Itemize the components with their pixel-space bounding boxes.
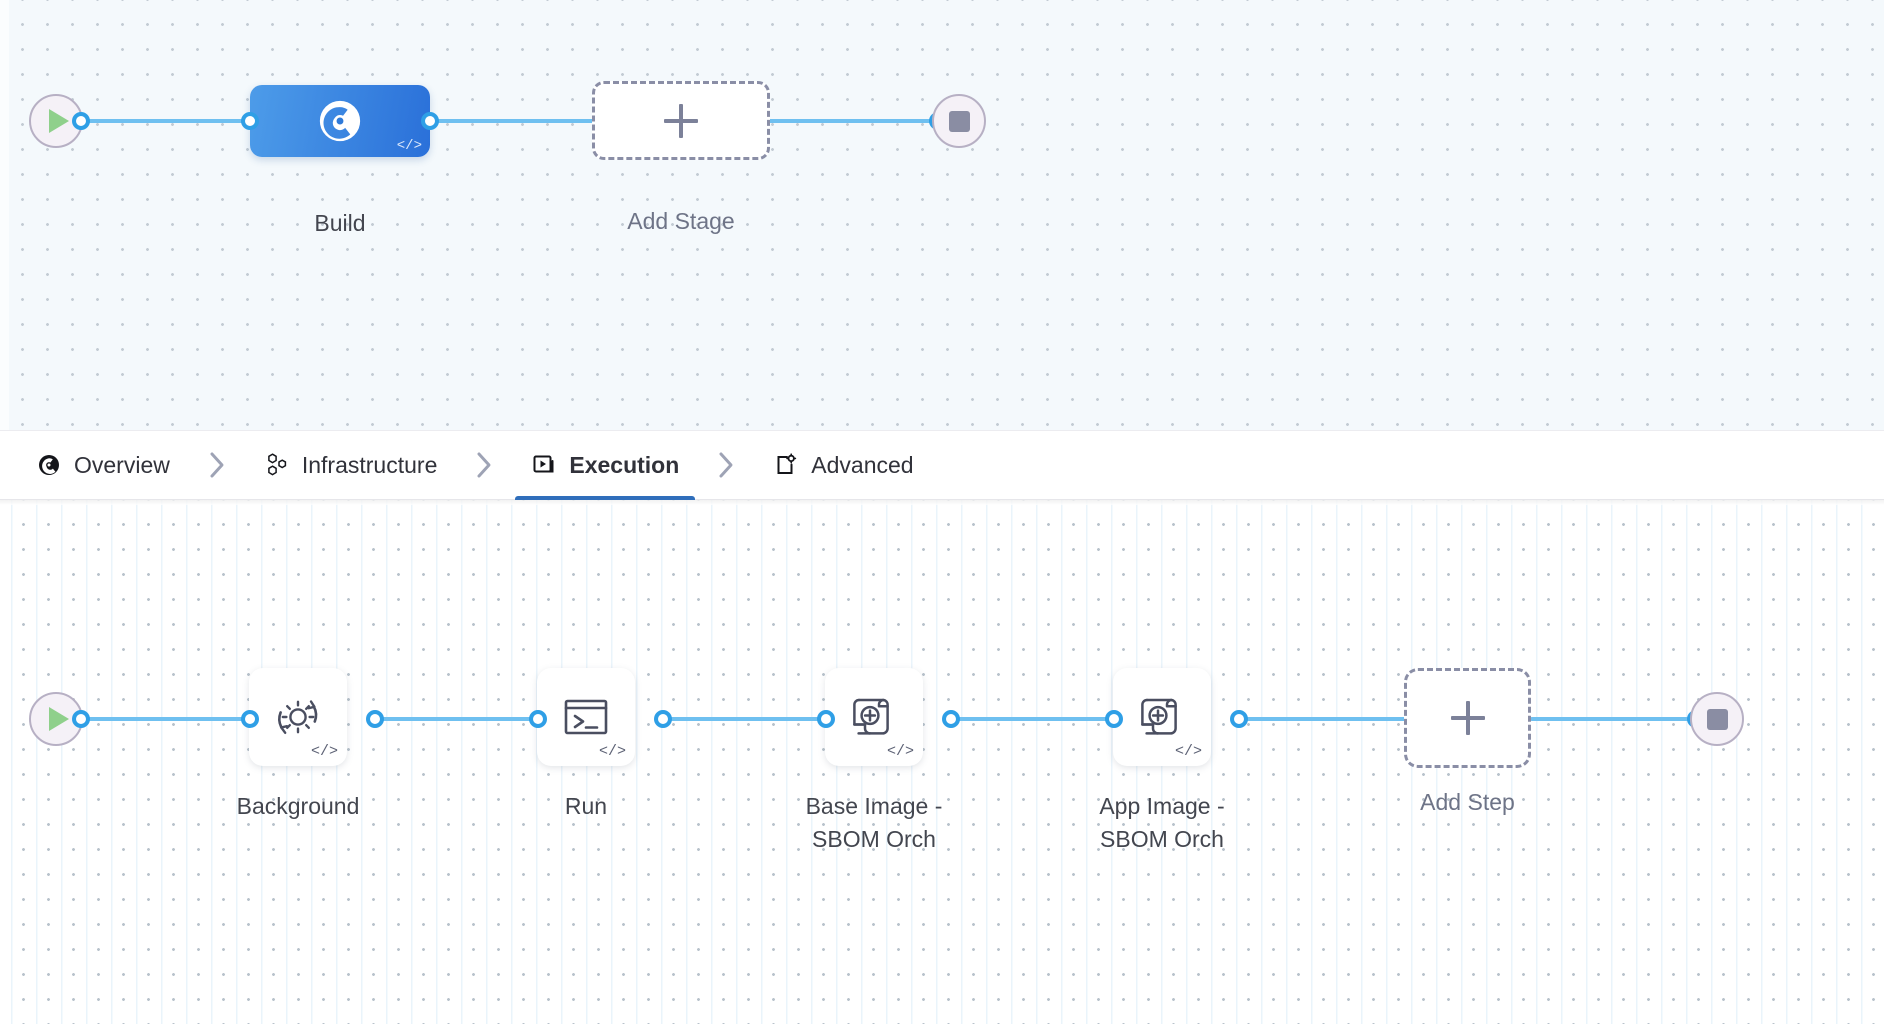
step-code-badge: </> [886,743,914,760]
edge-background-to-run [370,717,545,721]
build-output-port[interactable] [421,112,439,130]
edge-addstep-to-end [1530,717,1695,721]
add-stage-label: Add Stage [627,208,735,234]
step-node-run[interactable]: </> [537,668,635,766]
execution-end-node[interactable] [1690,692,1744,746]
plus-icon [1450,701,1485,735]
stage-graph-canvas[interactable]: </> Build Add Stage [0,0,1884,430]
tab-execution[interactable]: Execution [515,430,696,501]
tab-advanced-label: Advanced [811,451,914,478]
background-output-port[interactable] [366,710,384,728]
terminal-icon [564,699,608,735]
chevron-right-icon [186,450,248,480]
tab-execution-label: Execution [569,451,680,478]
background-input-port[interactable] [241,710,259,728]
sbom-scroll-plus-icon [1141,698,1177,735]
tab-infrastructure-label: Infrastructure [301,451,438,478]
step-node-base-image-sbom-orch[interactable]: </> [825,668,923,766]
run-input-port[interactable] [529,710,547,728]
tab-advanced[interactable]: Advanced [757,430,929,500]
edge-baseimage-to-appimage [946,717,1121,721]
step-code-badge: </> [1174,743,1202,760]
edge-appimage-to-addstep [1234,717,1409,721]
add-stage-button[interactable] [592,81,770,160]
step-label-background: Background [236,793,360,819]
run-output-port[interactable] [654,710,672,728]
execution-graph-canvas[interactable]: </> Background </> Run [0,500,1884,1024]
stage-label-build: Build [314,210,366,236]
add-step-label: Add Step [1420,789,1515,815]
app-image-output-port[interactable] [1230,710,1248,728]
base-image-input-port[interactable] [817,710,835,728]
edge-build-to-addstage [425,119,600,123]
build-input-port[interactable] [241,112,259,130]
sbom-scroll-plus-icon [853,698,889,735]
advanced-gear-box-icon [773,452,799,478]
hexagon-cluster-icon [264,452,290,478]
step-code-badge: </> [598,743,626,760]
tab-overview[interactable]: Overview [20,430,186,500]
tab-overview-label: Overview [74,451,170,478]
step-label-app-image-sbom-orch: App Image - SBOM Orch [1099,793,1225,853]
play-icon [49,109,69,133]
step-node-background[interactable]: </> [249,668,347,766]
base-image-output-port[interactable] [942,710,960,728]
stage-code-badge: </> [396,138,422,154]
edge-start-to-background [70,717,260,721]
stop-icon [1706,708,1728,730]
edge-run-to-baseimage [658,717,833,721]
step-label-base-image-sbom-orch: Base Image - SBOM Orch [805,793,943,853]
add-step-button[interactable] [1404,668,1531,768]
tab-infrastructure[interactable]: Infrastructure [248,430,454,500]
stop-icon [948,110,970,132]
edge-start-to-build [70,119,260,123]
play-icon [49,707,69,731]
step-code-badge: </> [310,743,338,760]
chevron-right-icon [453,450,515,480]
harness-ci-icon [319,100,361,142]
start-output-port[interactable] [72,112,90,130]
chevron-right-icon [695,450,757,480]
gear-refresh-icon [278,700,318,734]
pipeline-end-node[interactable] [932,94,986,148]
edge-addstage-to-end [765,119,940,123]
step-node-app-image-sbom-orch[interactable]: </> [1113,668,1211,766]
exec-start-output-port[interactable] [72,710,90,728]
step-label-run: Run [564,793,608,819]
stage-node-build[interactable]: </> [250,85,430,157]
plus-icon [664,103,698,138]
app-image-input-port[interactable] [1105,710,1123,728]
stage-config-tabs[interactable]: Overview Infrastructure [0,430,1884,501]
overview-circle-icon [36,452,62,478]
execution-play-box-icon [531,452,557,478]
